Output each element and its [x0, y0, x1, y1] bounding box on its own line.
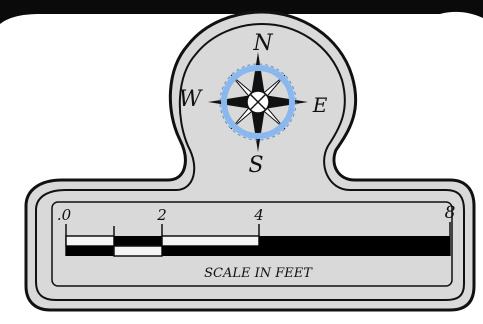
compass-label-north: N	[252, 31, 273, 56]
compass-rose: N S E W	[179, 31, 328, 178]
scale-seg-bottom-4	[259, 246, 450, 256]
scale-seg-top-1	[65, 235, 115, 247]
compass-label-south: S	[248, 153, 263, 178]
compass-label-east: E	[312, 93, 328, 117]
compass-label-west: W	[179, 87, 204, 112]
compass-ring	[221, 65, 295, 139]
scale-seg-bottom-1	[66, 246, 114, 256]
scale-seg-bottom-3	[162, 246, 259, 256]
scale-tick-2: 2	[156, 206, 167, 224]
scale-bar: .0 2 4 8 SCALE IN FEET	[57, 203, 456, 281]
scale-seg-top-2	[114, 236, 162, 246]
scale-tick-8: 8	[445, 203, 456, 223]
plate-outer	[24, 10, 476, 312]
plate-inner-outline	[35, 22, 465, 301]
compass-point-north	[251, 52, 265, 102]
scale-seg-top-3	[161, 235, 260, 247]
compass-point-west	[208, 95, 258, 109]
scale-seg-top-4	[259, 236, 450, 246]
scale-panel-frame	[51, 201, 453, 287]
scale-tick-0: .0	[57, 206, 72, 224]
compass-point-east	[258, 95, 308, 109]
compass-point-south	[251, 102, 265, 152]
scale-tick-4: 4	[253, 206, 264, 224]
top-dark-band	[0, 0, 483, 24]
scale-caption: SCALE IN FEET	[204, 266, 313, 281]
scale-seg-bottom-2	[113, 245, 163, 257]
